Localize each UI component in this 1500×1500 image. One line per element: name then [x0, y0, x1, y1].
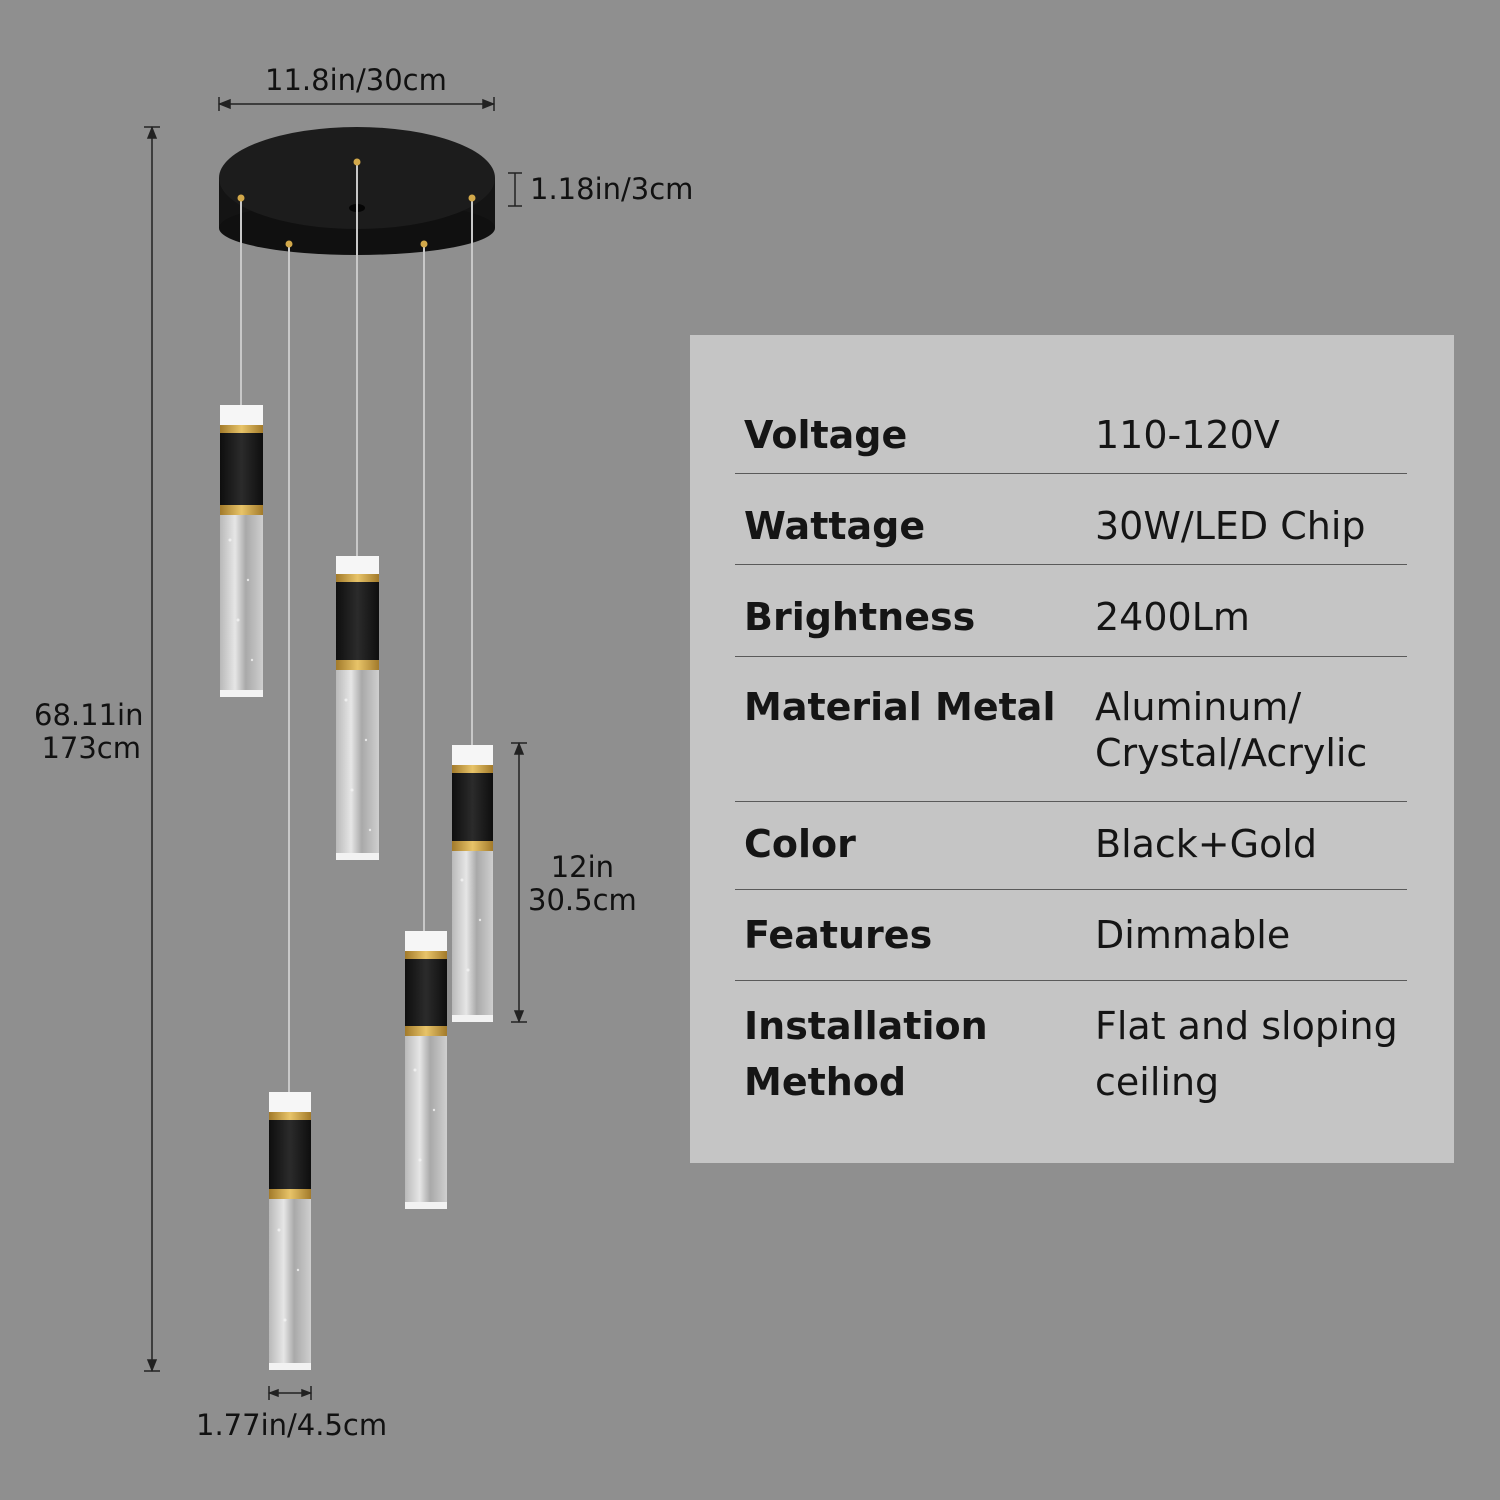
spec-label-line: Method — [744, 1060, 907, 1104]
dimension-lines — [144, 97, 527, 1400]
spec-table: Voltage 110-120V Wattage 30W/LED Chip Br… — [690, 335, 1454, 1163]
spec-value: 2400Lm — [1095, 595, 1250, 639]
canopy-diameter-label: 11.8in/30cm — [265, 63, 447, 97]
spec-row-wattage: Wattage 30W/LED Chip — [735, 498, 1407, 565]
total-height-label: 68.11in 173cm — [34, 699, 143, 765]
pendant-diameter-label: 1.77in/4.5cm — [196, 1408, 388, 1442]
pendant-light — [220, 405, 263, 697]
spec-row-voltage: Voltage 110-120V — [735, 407, 1407, 474]
spec-row-color: Color Black+Gold — [735, 816, 1407, 890]
spec-label: Installation Method — [744, 998, 988, 1110]
crystal-bubbles — [228, 538, 482, 1322]
spec-row-brightness: Brightness 2400Lm — [735, 589, 1407, 657]
pendant-length-in: 12in — [550, 850, 615, 884]
spec-value-line: Crystal/Acrylic — [1095, 731, 1368, 775]
total-height-in: 68.11in — [34, 698, 144, 732]
spec-label: Material Metal — [744, 685, 1056, 729]
pendant-light-illustration — [144, 97, 527, 1400]
spec-label-line: Installation — [744, 1004, 988, 1048]
spec-label: Voltage — [744, 413, 908, 457]
pendant-light — [269, 1092, 311, 1370]
total-height-cm: 173cm — [41, 731, 141, 765]
suspension-cables — [240, 163, 473, 1092]
spec-label: Wattage — [744, 504, 926, 548]
spec-value: 110-120V — [1095, 413, 1280, 457]
cable-anchors — [237, 158, 476, 248]
pendant-length-cm: 30.5cm — [528, 883, 637, 917]
canopy-height-label: 1.18in/3cm — [530, 172, 694, 206]
pendant-length-label: 12in 30.5cm — [528, 851, 637, 917]
pendant-light — [452, 745, 493, 1022]
spec-label: Color — [744, 822, 856, 866]
pendant-light — [336, 556, 379, 860]
pendant-light — [405, 931, 447, 1209]
spec-row-installation: Installation Method Flat and sloping cei… — [735, 998, 1407, 1118]
spec-value: Black+Gold — [1095, 822, 1318, 866]
spec-label: Features — [744, 913, 933, 957]
spec-value: Dimmable — [1095, 913, 1291, 957]
spec-value: Aluminum/ Crystal/Acrylic — [1095, 684, 1367, 776]
spec-value-line: Aluminum/ — [1095, 685, 1302, 729]
spec-value: Flat and sloping ceiling — [1095, 998, 1398, 1110]
spec-value-line: Flat and sloping — [1095, 1004, 1398, 1048]
spec-row-material: Material Metal Aluminum/ Crystal/Acrylic — [735, 679, 1407, 802]
spec-value: 30W/LED Chip — [1095, 504, 1366, 548]
spec-value-line: ceiling — [1095, 1060, 1220, 1104]
spec-row-features: Features Dimmable — [735, 907, 1407, 981]
spec-label: Brightness — [744, 595, 976, 639]
